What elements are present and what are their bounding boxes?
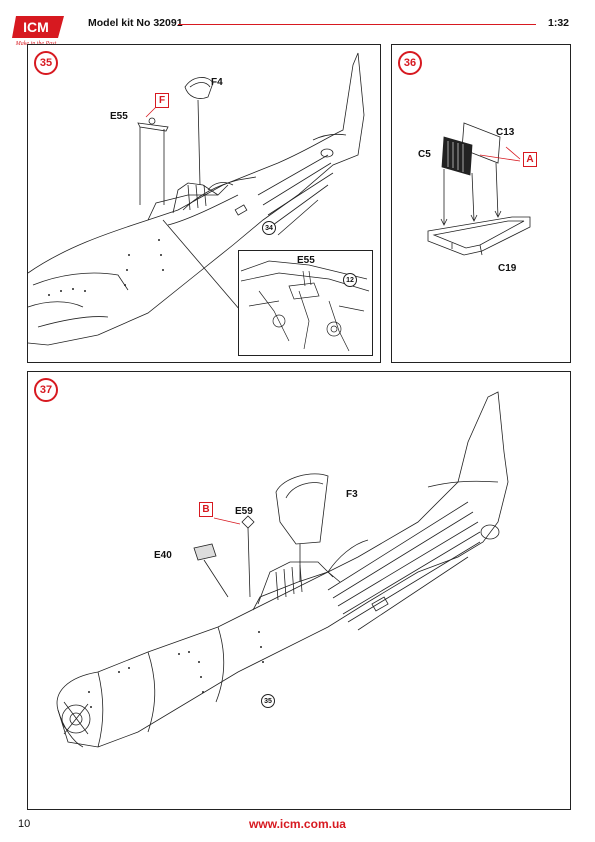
step-36-illustration: [427, 122, 531, 256]
detail-inset: E55 12: [238, 250, 373, 356]
part-label-c19: C19: [498, 263, 517, 274]
part-label-e40: E40: [154, 550, 172, 561]
header-divider: [178, 24, 536, 25]
website-link[interactable]: www.icm.com.ua: [249, 817, 346, 831]
part-label-c13: C13: [496, 127, 515, 138]
part-label-e55: E55: [110, 111, 128, 122]
step-37-illustration: [56, 391, 509, 748]
page-number: 10: [18, 818, 31, 830]
step-number-badge: 35: [34, 51, 58, 75]
scale-label: 1:32: [547, 17, 569, 29]
inset-reference-step-badge: 12: [343, 273, 357, 287]
step-number-badge: 37: [34, 378, 58, 402]
step-number-badge: 36: [398, 51, 422, 75]
step-37-panel: 37: [27, 371, 571, 810]
paint-reference-box: A: [523, 152, 537, 167]
paint-reference-box: B: [199, 502, 213, 517]
step-35-panel: 35: [27, 44, 381, 363]
paint-reference-box: F: [155, 93, 169, 108]
kit-title: Model kit No 32091: [88, 17, 183, 29]
brand-name: ICM: [23, 19, 49, 35]
reference-step-badge: 34: [262, 221, 276, 235]
detail-inset-illustration: [240, 260, 370, 352]
part-label-c5: C5: [418, 149, 431, 160]
reference-step-badge: 35: [261, 694, 275, 708]
brand-logo: ICM Make in the Past: [12, 12, 68, 47]
part-label-f4: F4: [211, 77, 223, 88]
part-label-f3: F3: [346, 489, 358, 500]
step-35-illustration: [27, 52, 365, 346]
part-label-e59: E59: [235, 506, 253, 517]
brand-logo-mark: ICM Make in the Past: [12, 16, 64, 47]
step-36-panel: 36 C13 C5 C19 A: [391, 44, 571, 363]
inset-part-label-e55: E55: [297, 255, 315, 266]
